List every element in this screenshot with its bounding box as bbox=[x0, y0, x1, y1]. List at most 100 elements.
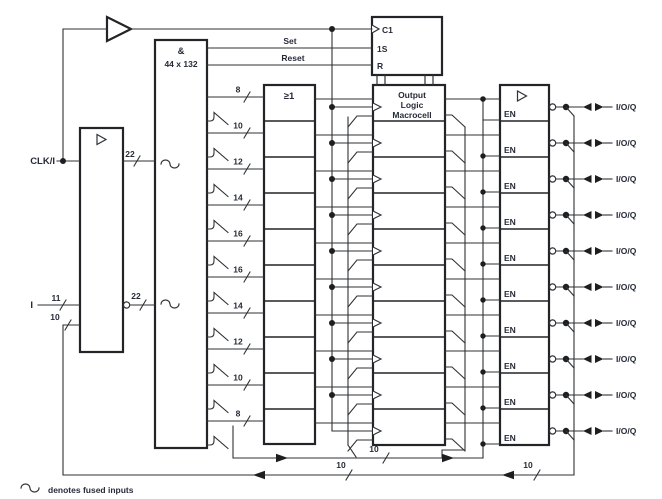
clock-junction-dot bbox=[329, 140, 335, 146]
output-inverter-bubble bbox=[548, 175, 557, 183]
set-label: Set bbox=[283, 36, 296, 46]
macrocell-feedback-bundle bbox=[444, 150, 466, 164]
output-feedback-diagonal bbox=[565, 250, 575, 261]
macrocell-clock-chevron-icon bbox=[372, 282, 383, 292]
macrocell-clock-chevron-icon bbox=[372, 426, 383, 436]
io-label: I/O/Q bbox=[616, 102, 637, 112]
bidirectional-arrow-icon bbox=[595, 355, 604, 363]
en-label: EN bbox=[504, 289, 516, 299]
clock-junction-dot bbox=[329, 356, 335, 362]
bus-width-tick bbox=[243, 307, 251, 319]
clock-junction-dot bbox=[329, 320, 335, 326]
bus-width-tick bbox=[133, 155, 141, 167]
macrocell-feedback-bundle bbox=[444, 258, 466, 272]
ff-c1-label: C1 bbox=[382, 25, 393, 35]
output-feedback-diagonal bbox=[565, 394, 575, 405]
enable-branch-dot bbox=[480, 96, 486, 102]
bus-width-11: 11 bbox=[52, 293, 61, 303]
bidirectional-arrow-icon bbox=[583, 103, 592, 111]
macrocell-label-3: Macrocell bbox=[392, 110, 431, 120]
oe-term-bus bbox=[232, 425, 484, 459]
clock-buffer-icon bbox=[105, 15, 134, 43]
io-label: I/O/Q bbox=[616, 426, 637, 436]
left-arrow-icon bbox=[502, 470, 514, 480]
output-inverter-bubble bbox=[548, 319, 557, 327]
macrocell-clock-chevron-icon bbox=[372, 102, 383, 112]
product-term-count: 8 bbox=[236, 85, 241, 95]
fused-input-legend-icon bbox=[20, 483, 40, 493]
product-term-count: 12 bbox=[233, 157, 243, 167]
oe-junction-dot bbox=[480, 153, 486, 159]
bus-width-tick bbox=[243, 127, 251, 139]
macrocell-clock-chevron-icon bbox=[372, 138, 383, 148]
output-feedback-diagonal bbox=[565, 358, 575, 369]
ff-macrocell-tabs bbox=[376, 74, 434, 86]
io-label: I/O/Q bbox=[616, 354, 637, 364]
clock-junction-dot bbox=[329, 176, 335, 182]
bus-width-tick bbox=[64, 319, 72, 331]
bundle-flag-icon bbox=[206, 363, 229, 378]
bidirectional-arrow-icon bbox=[595, 319, 604, 327]
bidirectional-arrow-icon bbox=[583, 427, 592, 435]
oe-junction-dot bbox=[480, 297, 486, 303]
bidirectional-arrow-icon bbox=[583, 175, 592, 183]
output-inverter-bubble bbox=[548, 103, 557, 111]
bidirectional-arrow-icon bbox=[595, 211, 604, 219]
io-label: I/O/Q bbox=[616, 318, 637, 328]
product-term-count: 10 bbox=[233, 373, 243, 383]
product-term-count: 16 bbox=[233, 265, 243, 275]
bus-width-tick bbox=[345, 469, 353, 481]
macrocell-feedback-bundle bbox=[444, 186, 466, 200]
macrocell-clock-chevron-icon bbox=[372, 174, 383, 184]
bus-width-22-comp: 22 bbox=[131, 291, 141, 301]
bundle-flag-icon bbox=[206, 183, 229, 198]
bidirectional-arrow-icon bbox=[595, 283, 604, 291]
bus-width-tick bbox=[243, 271, 251, 283]
oe-junction-dot bbox=[480, 333, 486, 339]
output-inverter-bubble bbox=[548, 391, 557, 399]
io-label: I/O/Q bbox=[616, 246, 637, 256]
clock-junction-dot bbox=[329, 284, 335, 290]
inverted-output-bubble bbox=[122, 301, 131, 309]
io-label: I/O/Q bbox=[616, 138, 637, 148]
macrocell-input-bundle bbox=[347, 331, 374, 344]
en-label: EN bbox=[504, 397, 516, 407]
en-label: EN bbox=[504, 361, 516, 371]
clk-to-buffer-wire bbox=[62, 28, 108, 162]
ff-clock-chevron-icon bbox=[371, 24, 381, 34]
decor bbox=[20, 26, 541, 493]
bidirectional-arrow-icon bbox=[595, 139, 604, 147]
macrocell-input-bundle bbox=[347, 439, 374, 452]
output-inverter-bubble bbox=[548, 247, 557, 255]
fused-input-icon bbox=[160, 159, 180, 169]
macrocell-clock-chevron-icon bbox=[372, 354, 383, 364]
product-term-count: 12 bbox=[233, 337, 243, 347]
output-feedback-diagonal bbox=[565, 322, 575, 333]
macrocell-clock-chevron-icon bbox=[372, 246, 383, 256]
fused-input-icon bbox=[160, 299, 180, 309]
macrocell-feedback-bundle bbox=[444, 114, 466, 128]
product-term-count: 14 bbox=[233, 301, 243, 311]
macrocell-input-bundle bbox=[347, 367, 374, 380]
output-feedback-diagonal bbox=[565, 106, 575, 117]
input-label: I bbox=[30, 300, 33, 311]
or-gate-label: ≥1 bbox=[284, 91, 295, 102]
en-label: EN bbox=[504, 253, 516, 263]
product-term-count: 10 bbox=[233, 121, 243, 131]
clk-label: CLK/I bbox=[30, 156, 55, 167]
bus-width-tick bbox=[243, 379, 251, 391]
macrocell-feedback-bundle bbox=[444, 222, 466, 236]
macrocell-input-bundle bbox=[347, 295, 374, 308]
bundle-flag-icon bbox=[206, 327, 229, 342]
bus-width-tick bbox=[533, 469, 541, 481]
output-inverter-bubble bbox=[548, 283, 557, 291]
macrocell-feedback-bundle bbox=[444, 438, 466, 452]
bus-width-tick bbox=[382, 452, 390, 464]
oe-junction-dot bbox=[480, 441, 486, 447]
bidirectional-arrow-icon bbox=[583, 139, 592, 147]
bus-width-tick bbox=[243, 415, 251, 427]
bidirectional-arrow-icon bbox=[595, 247, 604, 255]
en-label: EN bbox=[504, 325, 516, 335]
bus-width-tick bbox=[243, 199, 251, 211]
